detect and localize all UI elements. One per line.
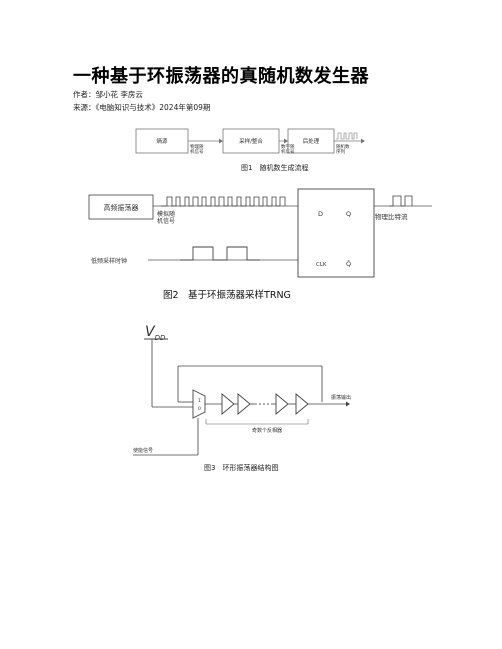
signal-1-label-b: 机信号	[190, 148, 204, 155]
output-bitstream-waveform	[389, 195, 413, 207]
nand-input-0-label: 0	[198, 406, 201, 412]
inverter-4	[295, 393, 309, 415]
figure-3-ring-oscillator: VDD 1 0 振荡输出 奇数个反相器 使能信号 图3 环形振荡器结构图	[133, 324, 351, 472]
oscillator-label: 高频振荡器	[104, 203, 139, 212]
output-arrow	[346, 401, 350, 407]
arrow-1-head	[219, 138, 223, 144]
nand-gate	[192, 389, 206, 419]
ellipsis-dot-3	[267, 403, 269, 405]
low-freq-clock-waveform	[180, 246, 260, 261]
inverter-2	[237, 393, 251, 415]
signal-3-label-b: 序列	[336, 148, 345, 155]
analog-signal-label-b: 机信号	[157, 217, 175, 225]
pin-q: Q	[346, 210, 351, 218]
figure-2-trng-diagram: 高频振荡器 模拟随 机信号 低频采样时钟 D Q CLK Q̄ 物理比特流 图2…	[88, 188, 432, 301]
bitstream-waveform	[336, 132, 358, 140]
figure-1-caption: 图1 随机数生成流程	[241, 163, 308, 172]
signal-3-label-a: 随机数	[336, 143, 350, 150]
article-title: 一种基于环振荡器的真随机数发生器	[73, 66, 369, 87]
vdd-label: VDD	[145, 324, 166, 342]
figure-3-caption: 图3 环形振荡器结构图	[204, 463, 278, 472]
arrow-3-head	[361, 138, 365, 144]
figure-1-flowchart: 熵源 物理随 机信号 采样/整合 数字随 机信号 后处理 随机数 序列 图1 随…	[135, 128, 365, 172]
inverter-1	[221, 393, 235, 415]
odd-inverter-label: 奇数个反相器	[252, 427, 282, 434]
pin-clk: CLK	[316, 262, 327, 268]
sampling-label: 采样/整合	[239, 137, 263, 145]
article-authors: 作者：邹小花 李房云	[73, 90, 143, 99]
arrow-2-head	[284, 138, 288, 144]
nand-input-1-label: 1	[198, 398, 201, 404]
inverter-3	[275, 393, 289, 415]
enable-signal-label: 使能信号	[133, 447, 153, 454]
pin-q-bar: Q̄	[346, 259, 351, 268]
oscillator-box	[88, 194, 154, 220]
ellipsis-dot-1	[259, 403, 261, 405]
high-freq-waveform	[161, 196, 286, 207]
output-label: 物理比特流	[375, 212, 408, 221]
pin-d: D	[318, 210, 323, 218]
entropy-source-label: 熵源	[156, 137, 168, 145]
clock-label: 低频采样时钟	[91, 257, 127, 265]
postprocess-label: 后处理	[303, 137, 320, 145]
figure-2-caption: 图2 基于环振荡器采样TRNG	[163, 289, 291, 301]
signal-1-label-a: 物理随	[190, 143, 204, 150]
article-source: 来源：《电脑知识与技术》2024年第09期	[73, 103, 211, 112]
ellipsis-dot-2	[263, 403, 265, 405]
analog-signal-label-a: 模拟随	[157, 210, 175, 218]
d-flip-flop	[297, 188, 375, 278]
oscillation-output-label: 振荡输出	[331, 394, 351, 401]
